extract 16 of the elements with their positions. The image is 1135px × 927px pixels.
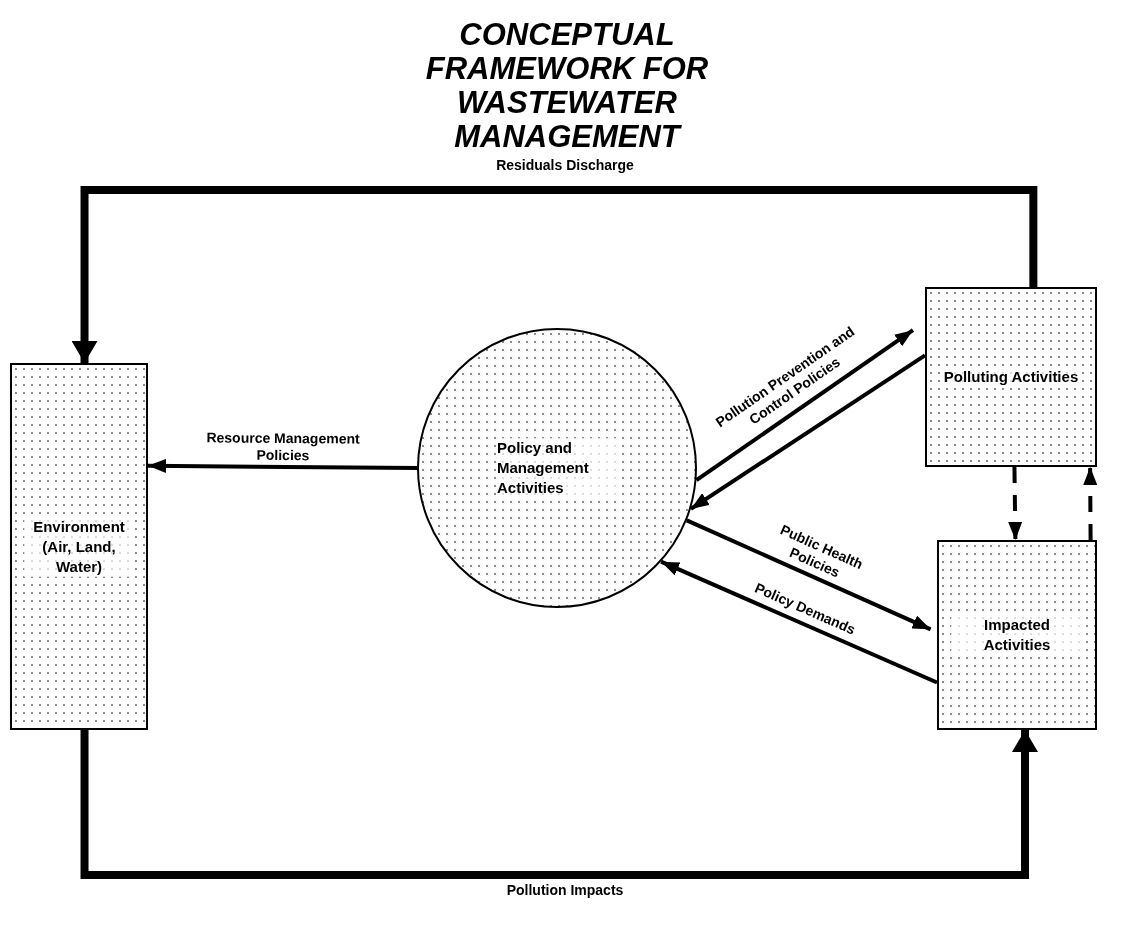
- process-box: [937, 540, 1097, 730]
- arrow: [71, 186, 1038, 363]
- node-label: Policy and Management Activities: [497, 438, 617, 498]
- arrow: [686, 518, 932, 632]
- arrow: [660, 559, 938, 685]
- dashed-arrow: [1083, 467, 1098, 540]
- process-box: [10, 363, 148, 730]
- title: CONCEPTUAL FRAMEWORK FOR WASTEWATER MANAGEMENT: [424, 18, 710, 154]
- dashed-arrow: [1008, 466, 1023, 541]
- arrow: [689, 353, 927, 511]
- arrow: [148, 458, 417, 473]
- edge-label: Residuals Discharge: [495, 156, 635, 174]
- edge-label: Pollution Impacts: [505, 881, 625, 899]
- process-box: [925, 287, 1097, 467]
- edge-label: Resource Management Policies: [205, 429, 361, 465]
- arrow: [80, 730, 1038, 879]
